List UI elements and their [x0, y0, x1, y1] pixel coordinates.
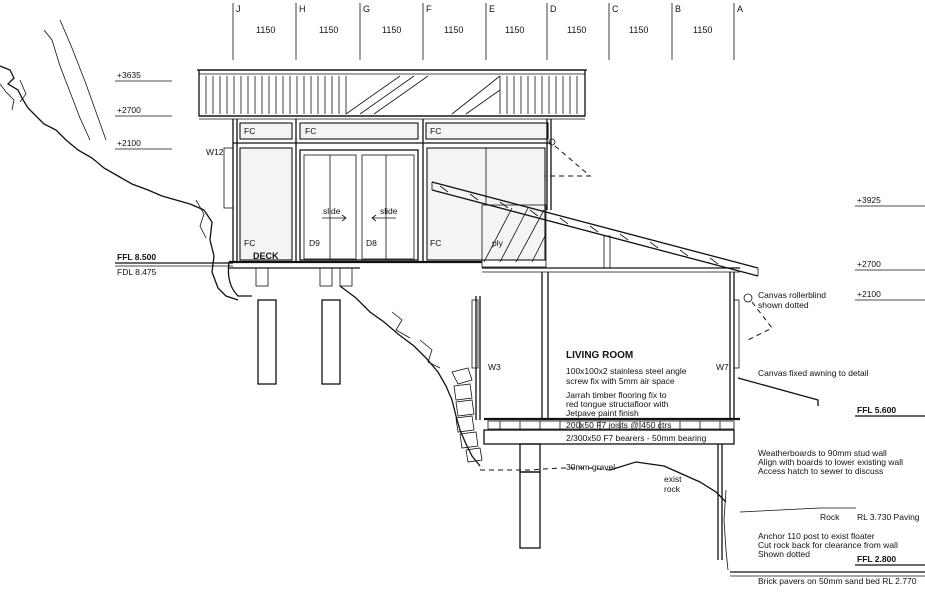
window-w3: W3	[488, 362, 501, 372]
note-anchor-3: Shown dotted	[758, 549, 810, 559]
level-left-2100: +2100	[117, 138, 141, 148]
grid-spacing-7: 1150	[629, 25, 648, 35]
grid-spacing-1: 1150	[256, 25, 275, 35]
level-right-2100: +2100	[857, 289, 881, 299]
levels-right: +3925 +2700 +2100 FFL 5.600 FFL 2.800	[855, 195, 925, 566]
grid-labels: J H G F E D C B A	[236, 4, 743, 14]
grid-spacing-8: 1150	[693, 25, 712, 35]
note-weather-3: Access hatch to sewer to discuss	[758, 466, 883, 476]
deck-label: DECK	[253, 251, 279, 261]
fc-label-2: FC	[305, 126, 316, 136]
levels-left: +3635 +2700 +2100 FFL 8.500 FDL 8.475	[115, 70, 233, 277]
note-weather-2: Align with boards to lower existing wall	[758, 457, 903, 467]
note-angle-2: screw fix with 5mm air space	[566, 376, 675, 386]
door-d9: D9	[309, 238, 320, 248]
upper-pavilion: FC FC FC W12 FC D9 D8 slide slide FC	[197, 69, 592, 385]
note-bearers: 2/300x50 F7 bearers - 50mm bearing	[566, 433, 707, 443]
fdl-left: FDL 8.475	[117, 267, 157, 277]
note-joists: 200x50 F7 joists @ 450 ctrs	[566, 420, 671, 430]
grid-spacing-3: 1150	[382, 25, 401, 35]
ffl-left: FFL 8.500	[117, 252, 156, 262]
note-anchor-1: Anchor 110 post to exist floater	[758, 531, 875, 541]
fc-lower-right: FC	[430, 238, 441, 248]
window-w12: W12	[206, 147, 224, 157]
note-canvas-awning: Canvas fixed awning to detail	[758, 368, 869, 378]
exist-rock-1: exist	[664, 474, 682, 484]
note-rock: Rock	[820, 512, 840, 522]
note-floor-3: Jetpave paint finish	[566, 408, 639, 418]
grid-label-j: J	[236, 4, 241, 14]
ffl-mid: FFL 5.600	[857, 405, 896, 415]
level-left-3635: +3635	[117, 70, 141, 80]
grid-label-b: B	[675, 4, 681, 14]
skillion-roof	[431, 181, 773, 341]
roof-corrugation	[205, 75, 578, 115]
grid-label-e: E	[489, 4, 495, 14]
note-anchor-2: Cut rock back for clearance from wall	[758, 540, 898, 550]
note-angle-1: 100x100x2 stainless steel angle	[566, 366, 687, 376]
door-d8: D8	[366, 238, 377, 248]
grid-lines	[232, 3, 735, 60]
slide-left: slide	[323, 206, 341, 216]
grid-label-f: F	[426, 4, 432, 14]
ffl-low: FFL 2.800	[857, 554, 896, 564]
grid-spacing-4: 1150	[444, 25, 463, 35]
slide-right: slide	[380, 206, 398, 216]
rl-paving: RL 3.730 Paving	[857, 512, 920, 522]
note-pavers: Brick pavers on 50mm sand bed RL 2.770	[758, 576, 917, 586]
grid-spacing-labels: 1150 1150 1150 1150 1150 1150 1150 1150	[256, 25, 712, 35]
level-left-2700: +2700	[117, 105, 141, 115]
window-w7: W7	[716, 362, 729, 372]
grid-label-d: D	[550, 4, 557, 14]
grid-spacing-2: 1150	[319, 25, 338, 35]
exist-rock-2: rock	[664, 484, 681, 494]
note-gravel: 30mm gravel	[566, 462, 615, 472]
grid-spacing-6: 1150	[567, 25, 586, 35]
note-canvas-roller-2: shown dotted	[758, 300, 809, 310]
living-room: W3 W7 LIVING ROOM 100x100x2 stainless st…	[471, 272, 740, 560]
fc-lower-left: FC	[244, 238, 255, 248]
note-floor-2: red tongue structafloor with	[566, 399, 669, 409]
fc-label-3: FC	[430, 126, 441, 136]
note-floor-1: Jarrah timber flooring fix to	[566, 390, 667, 400]
grid-label-a: A	[737, 4, 743, 14]
grid-label-h: H	[299, 4, 306, 14]
grid-label-g: G	[363, 4, 370, 14]
right-notes: Canvas rollerblind shown dotted Canvas f…	[737, 290, 920, 586]
hillside	[0, 19, 925, 577]
level-right-3925: +3925	[857, 195, 881, 205]
fc-label-1: FC	[244, 126, 255, 136]
ply-label: ply	[492, 238, 504, 248]
note-canvas-roller-1: Canvas rollerblind	[758, 290, 826, 300]
grid-spacing-5: 1150	[505, 25, 524, 35]
level-right-2700: +2700	[857, 259, 881, 269]
note-weather-1: Weatherboards to 90mm stud wall	[758, 448, 887, 458]
grid-label-c: C	[612, 4, 619, 14]
living-room-title: LIVING ROOM	[566, 350, 633, 361]
